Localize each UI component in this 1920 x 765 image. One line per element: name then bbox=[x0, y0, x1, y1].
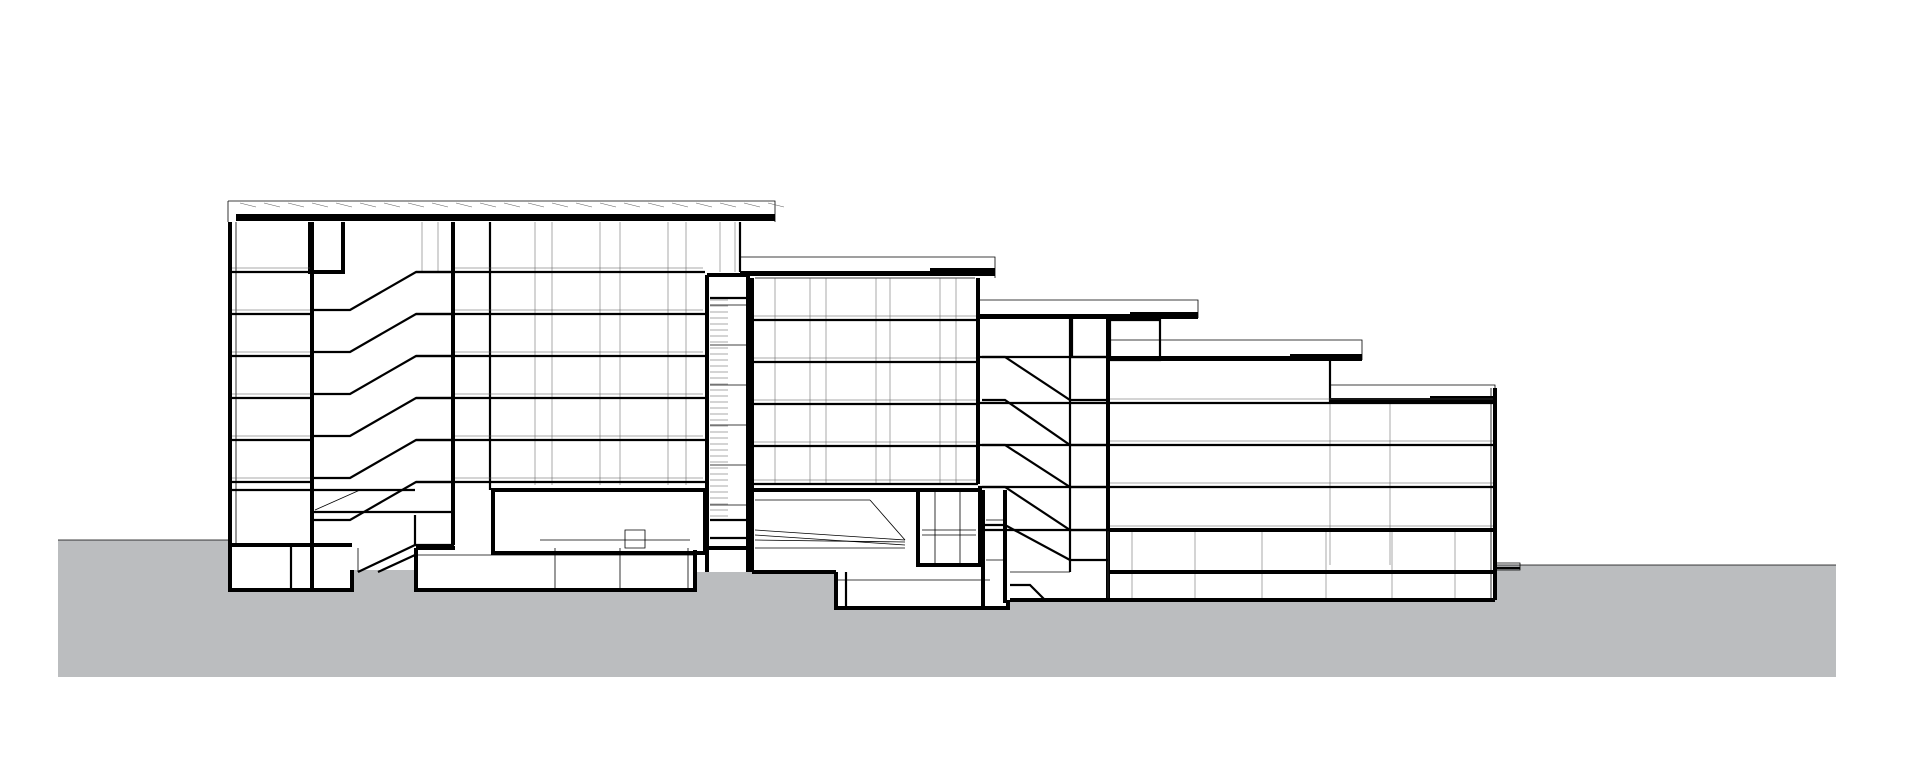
right-floor-slabs bbox=[978, 355, 1495, 532]
left-roof-canopy bbox=[227, 200, 785, 222]
middle-block bbox=[740, 256, 1010, 610]
central-core bbox=[705, 273, 750, 572]
left-ramps bbox=[312, 222, 455, 545]
core-stair-treads bbox=[710, 299, 746, 517]
right-block bbox=[978, 299, 1521, 602]
right-ramps bbox=[982, 355, 1108, 562]
left-floor-slabs bbox=[230, 267, 705, 492]
roof-hatching bbox=[239, 202, 785, 208]
left-block bbox=[227, 200, 785, 592]
middle-floor-slabs bbox=[752, 315, 978, 486]
